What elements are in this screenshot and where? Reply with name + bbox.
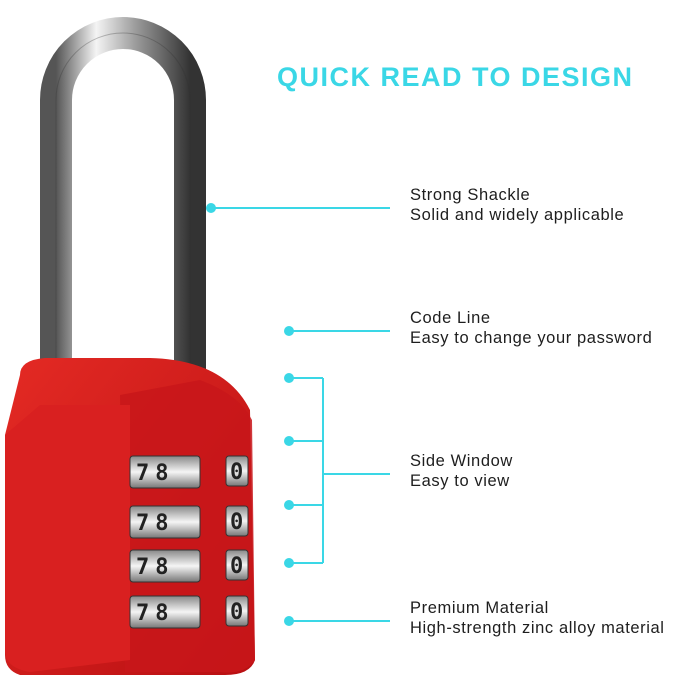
dial-side-window — [225, 595, 249, 627]
dial-group: 78 0 78 0 78 0 78 0 — [129, 455, 249, 629]
dial-side-digit: 0 — [230, 460, 243, 485]
page-title: QUICK READ TO DESIGN — [277, 62, 634, 92]
lock-front-flap — [5, 405, 130, 672]
feature-premium-material: Premium Material High-strength zinc allo… — [410, 598, 665, 638]
dial-side-digit: 0 — [230, 600, 243, 625]
dial-digits: 78 — [136, 461, 175, 486]
feature-description: Easy to change your password — [410, 329, 653, 347]
shackle — [40, 17, 206, 380]
dial-front-window[interactable] — [129, 549, 201, 583]
feature-strong-shackle: Strong Shackle Solid and widely applicab… — [410, 185, 624, 225]
dial-digits: 78 — [136, 555, 175, 580]
dial-digits: 78 — [136, 601, 175, 626]
dial-side-digit: 0 — [230, 510, 243, 535]
feature-description: Easy to view — [410, 472, 510, 490]
dial-side-window — [225, 549, 249, 581]
feature-code-line: Code Line Easy to change your password — [410, 308, 652, 348]
feature-heading: Premium Material — [410, 599, 549, 617]
dial-side-window — [225, 505, 249, 537]
feature-heading: Strong Shackle — [410, 186, 531, 204]
dial-side-digit: 0 — [230, 554, 243, 579]
feature-description: High-strength zinc alloy material — [410, 619, 665, 637]
dial-front-window[interactable] — [129, 455, 201, 489]
dial-front-window[interactable] — [129, 595, 201, 629]
dial-front-window[interactable] — [129, 505, 201, 539]
feature-heading: Side Window — [410, 452, 513, 470]
callout-dots — [206, 203, 294, 626]
dial-side-window — [225, 455, 249, 487]
feature-side-window: Side Window Easy to view — [410, 451, 513, 491]
feature-description: Solid and widely applicable — [410, 206, 625, 224]
feature-heading: Code Line — [410, 309, 491, 327]
dial-digits: 78 — [136, 511, 175, 536]
callout-lines — [210, 207, 390, 622]
